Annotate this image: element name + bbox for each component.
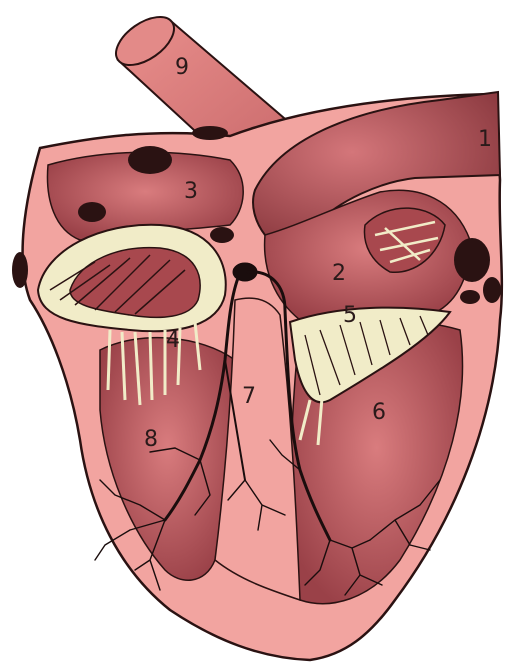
label-5: 5 [343,303,357,328]
label-3: 3 [184,179,198,204]
label-4: 4 [166,328,180,353]
label-1: 1 [478,127,492,152]
label-7: 7 [242,384,256,409]
label-9: 9 [175,55,189,80]
label-8: 8 [144,427,158,452]
label-6: 6 [372,400,386,425]
label-2: 2 [332,261,346,286]
